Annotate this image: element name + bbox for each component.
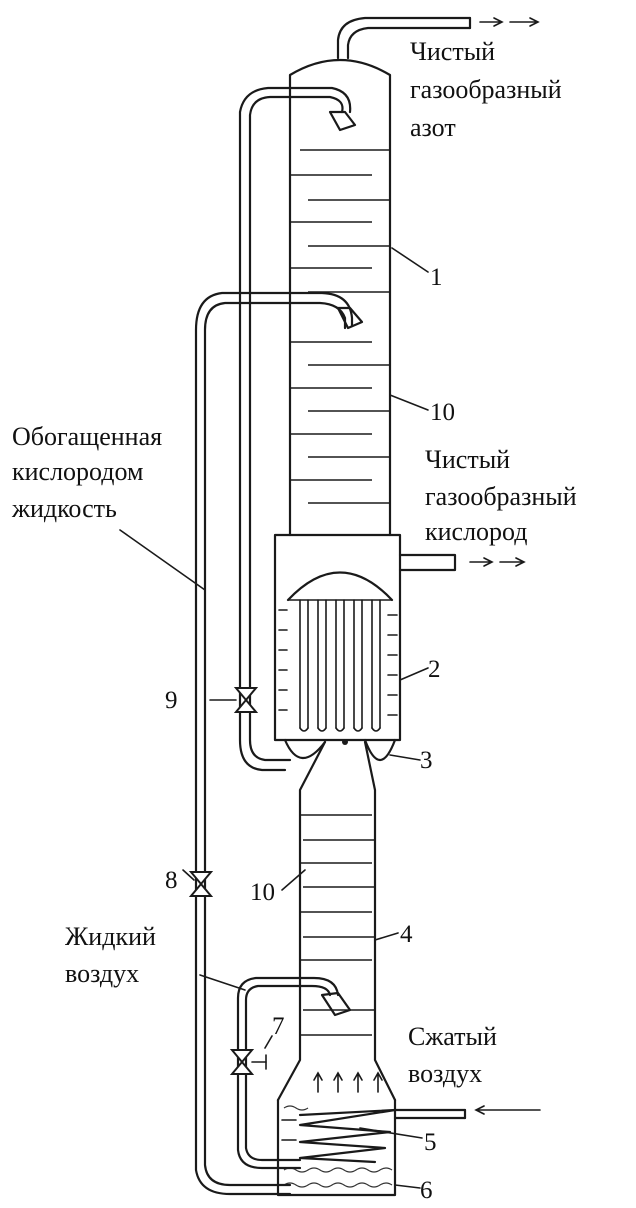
- external-pipes: [194, 86, 354, 1196]
- svg-text:Сжатый: Сжатый: [408, 1022, 497, 1051]
- label-nitrogen: Чистый газообразный азот: [410, 37, 562, 142]
- svg-text:Жидкий: Жидкий: [65, 922, 156, 951]
- callout-7: 7: [272, 1013, 285, 1040]
- upper-column-trays: [290, 149, 390, 504]
- svg-text:Чистый: Чистый: [425, 445, 510, 474]
- label-liquid-air: Жидкий воздух: [65, 922, 156, 988]
- flow-arrows: [469, 17, 541, 1115]
- callout-5: 5: [424, 1129, 437, 1156]
- label-compressed-air: Сжатый воздух: [408, 1022, 497, 1088]
- svg-text:воздух: воздух: [408, 1059, 482, 1088]
- svg-text:газообразный: газообразный: [410, 75, 562, 104]
- svg-text:азот: азот: [410, 113, 456, 142]
- valve-9: [209, 687, 259, 713]
- callout-2: 2: [428, 656, 441, 683]
- valve-8: [182, 869, 214, 897]
- label-enriched-liquid: Обогащенная кислородом жидкость: [11, 422, 162, 523]
- svg-text:воздух: воздух: [65, 959, 139, 988]
- svg-text:жидкость: жидкость: [11, 494, 117, 523]
- svg-text:кислородом: кислородом: [12, 457, 144, 486]
- still-pot: [276, 1098, 467, 1197]
- lower-column: [276, 740, 397, 1102]
- svg-text:газообразный: газообразный: [425, 482, 577, 511]
- callout-10-upper: 10: [430, 399, 455, 426]
- svg-text:Чистый: Чистый: [410, 37, 495, 66]
- leader-lines: [119, 247, 429, 1189]
- callout-9: 9: [165, 687, 178, 714]
- callout-6: 6: [420, 1177, 433, 1204]
- callout-10-lower: 10: [250, 879, 275, 906]
- callout-4: 4: [400, 921, 413, 948]
- svg-text:Обогащенная: Обогащенная: [12, 422, 162, 451]
- upper-column: [288, 16, 472, 537]
- condenser-reboiler: [273, 533, 457, 761]
- callout-3: 3: [420, 747, 433, 774]
- callout-8: 8: [165, 867, 178, 894]
- callout-1: 1: [430, 264, 443, 291]
- valve-7: [229, 1049, 267, 1075]
- label-oxygen: Чистый газообразный кислород: [425, 445, 577, 546]
- svg-text:кислород: кислород: [425, 517, 528, 546]
